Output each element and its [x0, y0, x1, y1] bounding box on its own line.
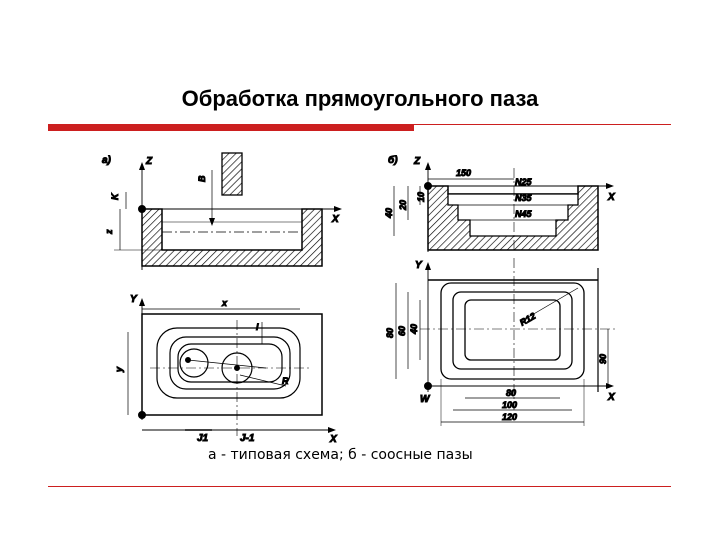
plan-pocket-outer — [156, 327, 301, 399]
x-axis-label-a2: X — [329, 434, 338, 445]
j1-label: J1 — [197, 433, 209, 444]
y-axis-label-a: Y — [130, 294, 138, 305]
dim-k-label: K — [110, 192, 120, 200]
dim-40-label: 40 — [384, 208, 394, 219]
tool-path — [187, 359, 267, 369]
x-axis-label-a: X — [331, 214, 340, 225]
figure-caption: а - типовая схема; б - соосные пазы — [208, 447, 473, 463]
dim-b-label: B — [197, 175, 207, 182]
z-arrow-b — [425, 162, 431, 170]
dim-r-label: R — [282, 376, 289, 386]
dim-r12-line — [519, 287, 579, 323]
dim-150-label: 150 — [456, 168, 471, 178]
x-axis-label-b: X — [607, 192, 616, 203]
z-axis-label-a: Z — [145, 156, 153, 167]
n45-label: N45 — [515, 209, 533, 219]
z-arrow-a — [139, 162, 145, 170]
plan-pocket-inner — [177, 343, 283, 383]
dim-10-label: 10 — [416, 192, 426, 202]
dim-r-line — [239, 374, 287, 387]
pocket-80 — [464, 299, 561, 361]
bottom-rule — [48, 486, 671, 487]
dim-40v-label: 40 — [409, 324, 419, 335]
section-body-a — [141, 208, 323, 267]
tool-circle-start — [179, 348, 209, 378]
drawing-b: б) Z X 150 N25 N35 N45 10 20 40 — [384, 154, 618, 426]
z-axis-label-b: Z — [413, 156, 421, 167]
dim-120-label: 120 — [502, 412, 517, 422]
pocket-120 — [440, 282, 585, 380]
x-arrow-a — [334, 206, 342, 212]
dim-80v-label: 80 — [385, 328, 395, 338]
dim-b-arrow — [209, 218, 215, 226]
drawing-a-label: а) — [102, 155, 112, 166]
page-title: Обработка прямоугольного паза — [181, 86, 539, 111]
origin-point-b — [424, 182, 432, 190]
jm1-label: J-1 — [240, 433, 255, 444]
dim-x-label: x — [221, 298, 228, 308]
w-axis-label: W — [420, 394, 431, 405]
plan-pocket-middle — [169, 336, 291, 390]
dim-20-label: 20 — [398, 200, 408, 211]
title-underline-thin — [414, 124, 671, 125]
y-axis-label-b: Y — [415, 260, 423, 271]
x-arrow-a2 — [328, 427, 336, 433]
x-arrow-b2 — [606, 383, 614, 389]
x-arrow-b — [606, 183, 614, 189]
pocket-100 — [452, 291, 573, 370]
n35-label: N35 — [515, 193, 533, 203]
drawing-b-label: б) — [388, 154, 398, 166]
x-axis-label-b2: X — [607, 392, 616, 403]
dim-60-label: 60 — [397, 326, 407, 336]
dim-z-label: z — [104, 229, 114, 235]
origin-point-a2 — [138, 411, 146, 419]
y-arrow-b — [425, 262, 431, 270]
n25-label: N25 — [515, 177, 533, 187]
cutting-tool — [221, 152, 243, 196]
y-arrow-a — [139, 298, 145, 306]
dim-80-label: 80 — [506, 388, 516, 398]
dim-90-label: 90 — [598, 354, 608, 364]
dim-y-label: y — [114, 366, 124, 373]
dim-l-label: l — [256, 322, 259, 332]
title-underline-thick — [48, 124, 414, 131]
drawing-a: а) Z X K z B — [102, 152, 342, 446]
dim-100-label: 100 — [502, 400, 517, 410]
origin-point-a — [138, 205, 146, 213]
